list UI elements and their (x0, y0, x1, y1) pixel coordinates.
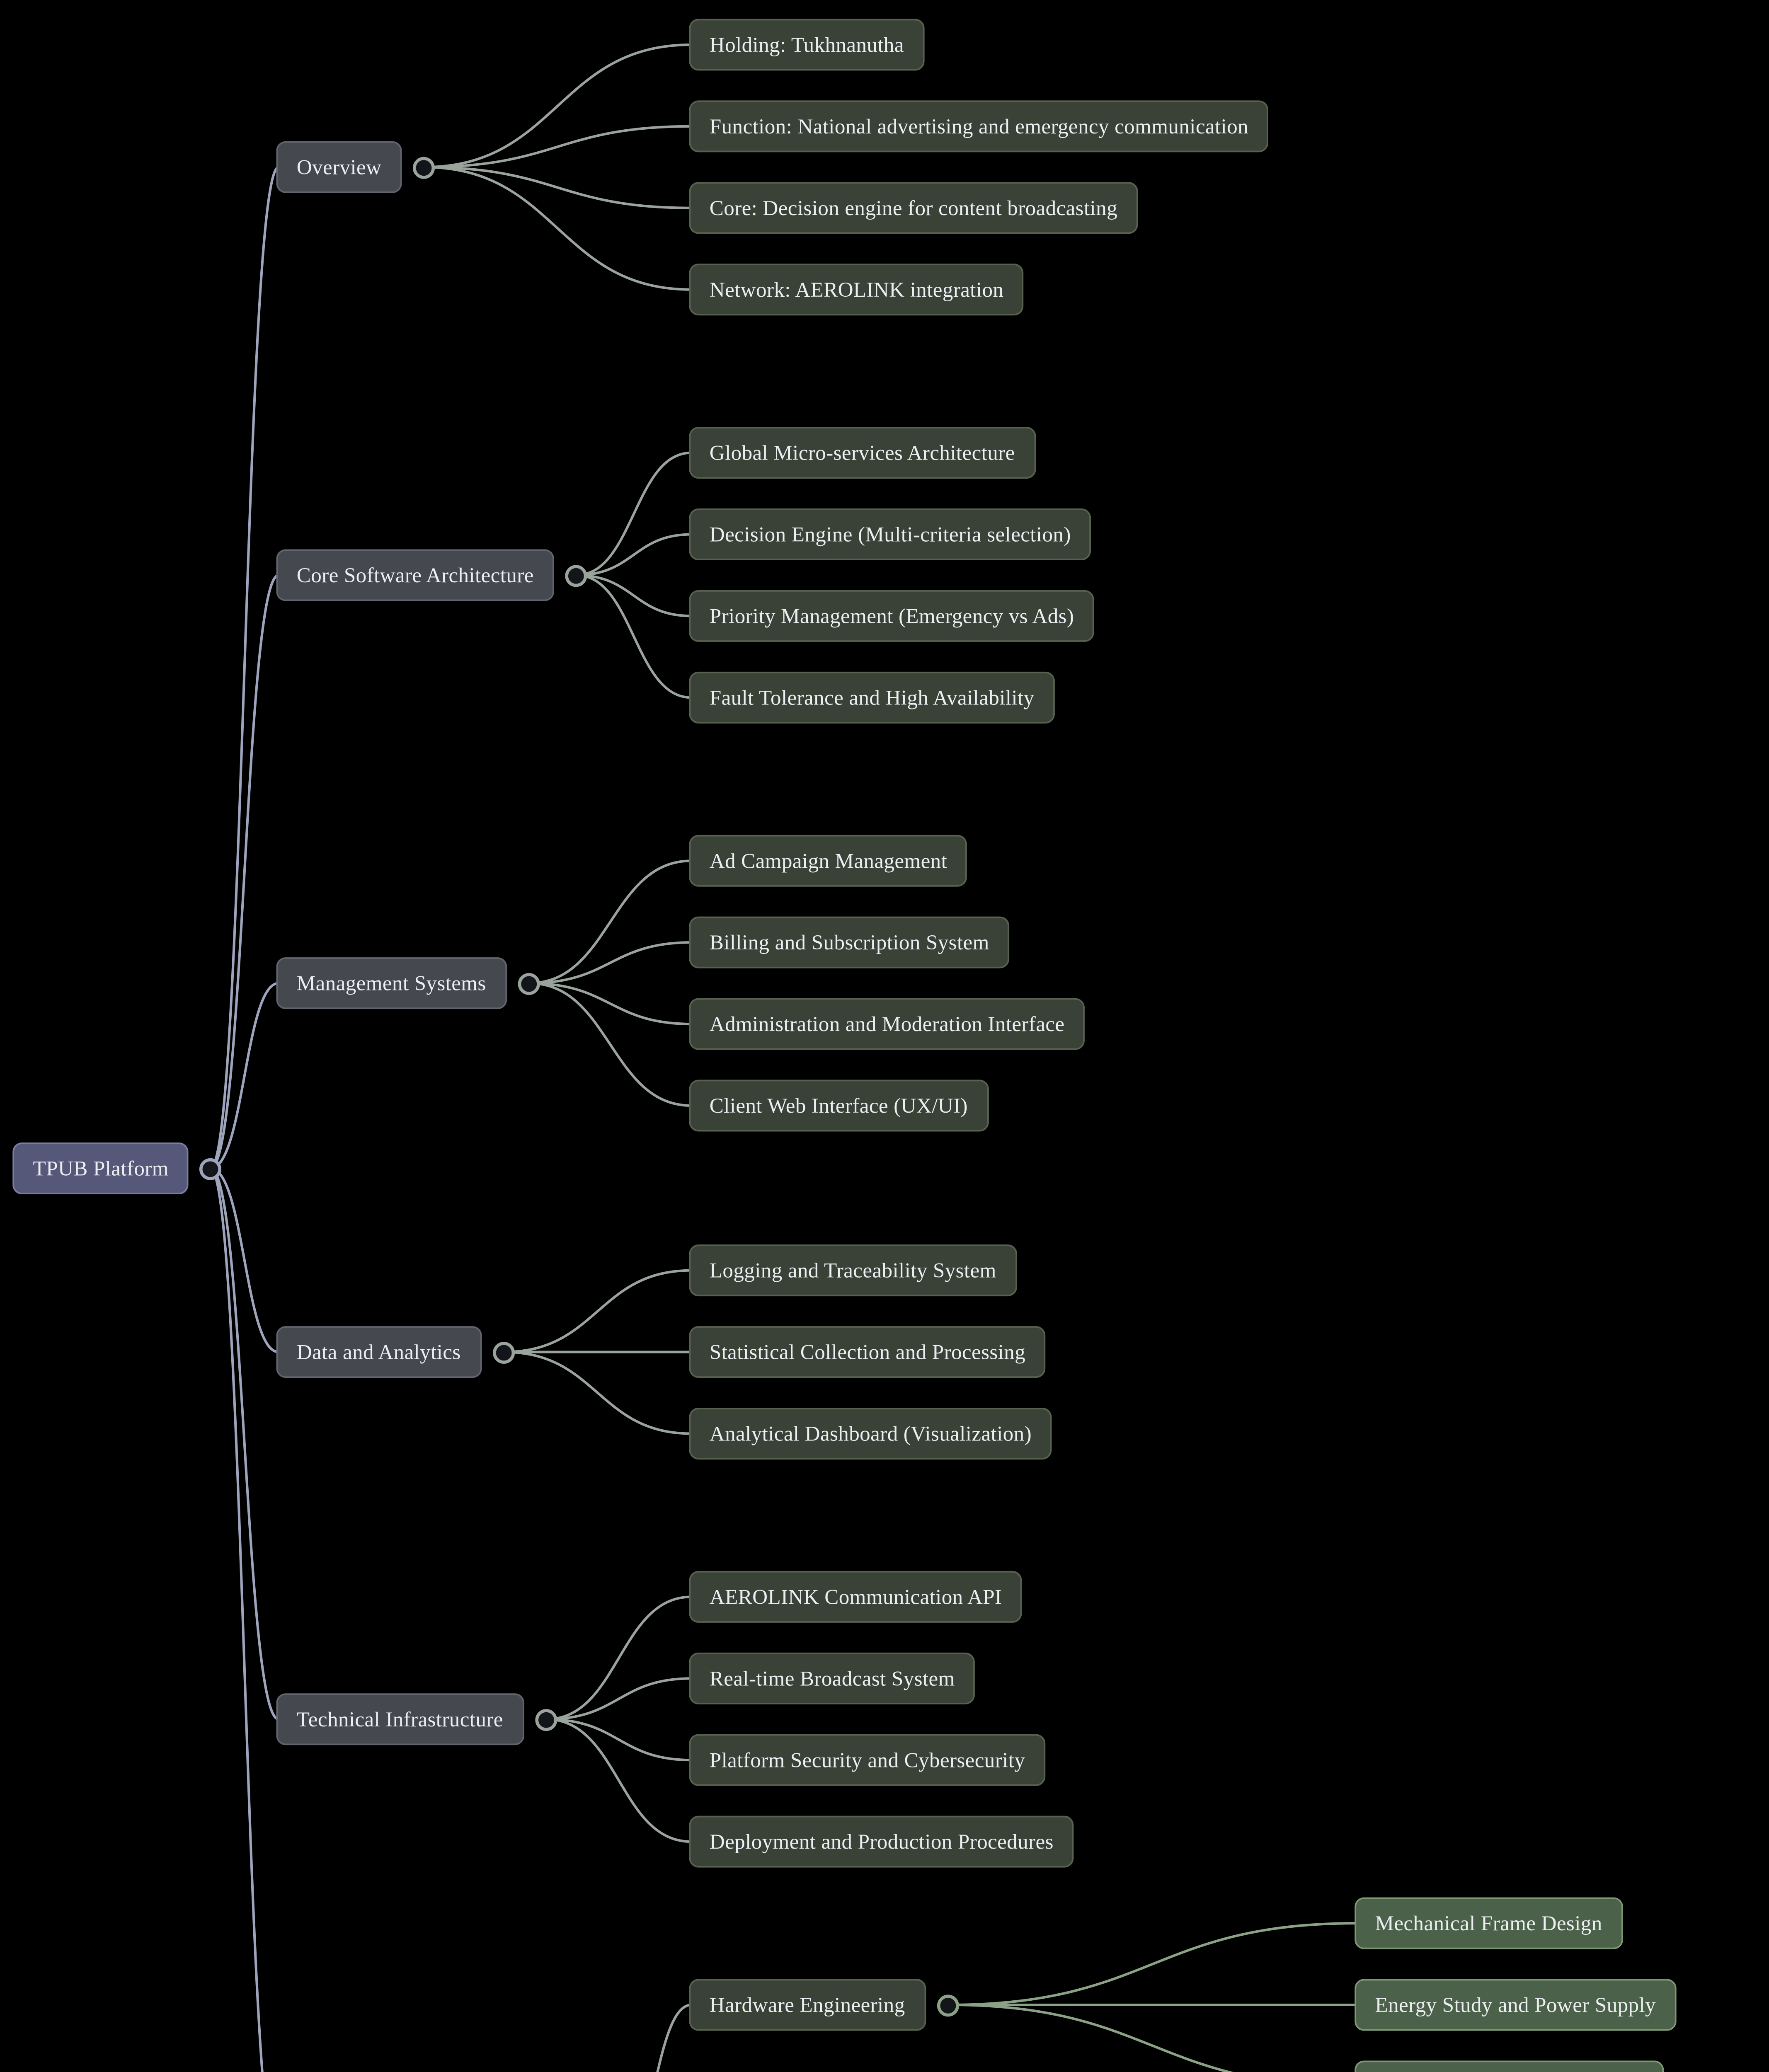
collapse-toggle-icon[interactable] (936, 1994, 959, 2016)
node-platform-security: Platform Security and Cybersecurity (689, 1734, 1046, 1786)
node-label: Statistical Collection and Processing (689, 1326, 1046, 1378)
collapse-toggle-icon[interactable] (200, 1157, 222, 1180)
node-ad-campaign-management: Ad Campaign Management (689, 835, 968, 887)
mindmap-edge (947, 2003, 1234, 2072)
mindmap-edge (656, 2003, 693, 2072)
node-label: Core Software Architecture (276, 549, 555, 601)
node-mechanical-frame-design: Mechanical Frame Design (1355, 1897, 1623, 1949)
mindmap-edge (422, 125, 693, 169)
node-core-decision-engine: Core: Decision engine for content broadc… (689, 182, 1138, 234)
node-label: Analytical Dashboard (Visualization) (689, 1408, 1052, 1460)
node-label: Network: AEROLINK integration (689, 264, 1024, 316)
node-label: Fault Tolerance and High Availability (689, 671, 1055, 724)
mindmap-edge (528, 982, 693, 1107)
node-tpub-platform: TPUB Platform (12, 1143, 222, 1194)
node-label: Administration and Moderation Interface (689, 998, 1085, 1050)
node-management-systems: Management Systems (276, 957, 540, 1009)
collapse-toggle-icon[interactable] (517, 972, 540, 995)
node-global-microservices-architecture: Global Micro-services Architecture (689, 427, 1035, 479)
node-label: Technical Infrastructure (276, 1693, 524, 1745)
node-label: Data and Analytics (276, 1326, 481, 1378)
node-label: Energy Study and Power Supply (1355, 1979, 1677, 2031)
node-fault-tolerance: Fault Tolerance and High Availability (689, 671, 1055, 724)
node-label: Electronic Control Card (PCB) (1355, 2060, 1663, 2072)
node-label: Client Web Interface (UX/UI) (689, 1080, 989, 1132)
node-label: TPUB Platform (12, 1143, 189, 1194)
mindmap-edge (574, 574, 693, 699)
mindmap-edge (528, 859, 693, 985)
mindmap-edge (528, 941, 693, 985)
node-decision-engine-multicriteria: Decision Engine (Multi-criteria selectio… (689, 508, 1091, 560)
node-label: Priority Management (Emergency vs Ads) (689, 590, 1095, 642)
node-electronic-control-card: Electronic Control Card (PCB) (1355, 2060, 1663, 2072)
mindmap-edge (574, 451, 693, 577)
mindmap-edge (209, 1167, 264, 2072)
mindmap-edge (574, 533, 693, 577)
node-label: Mechanical Frame Design (1355, 1897, 1623, 1949)
node-label: Deployment and Production Procedures (689, 1815, 1074, 1868)
mindmap-edge (574, 574, 693, 617)
node-label: Billing and Subscription System (689, 916, 1010, 968)
node-logging-traceability: Logging and Traceability System (689, 1244, 1017, 1297)
node-administration-moderation: Administration and Moderation Interface (689, 998, 1085, 1050)
node-label: Hardware Engineering (689, 1979, 926, 2031)
node-data-and-analytics: Data and Analytics (276, 1326, 514, 1378)
node-aerolink-communication-api: AEROLINK Communication API (689, 1571, 1023, 1623)
mindmap-edge (209, 982, 280, 1170)
collapse-toggle-icon[interactable] (413, 156, 435, 178)
mindmap-edge (502, 1351, 693, 1435)
node-statistical-collection: Statistical Collection and Processing (689, 1326, 1046, 1378)
node-overview: Overview (276, 141, 435, 193)
node-label: Ad Campaign Management (689, 835, 968, 887)
mindmap-edge (209, 1167, 280, 1353)
node-label: Decision Engine (Multi-criteria selectio… (689, 508, 1091, 560)
mindmap-edge (422, 166, 693, 209)
node-energy-study-power-supply: Energy Study and Power Supply (1355, 1979, 1677, 2031)
mindmap-edge (209, 166, 280, 1170)
mindmap-edge (545, 1718, 693, 1762)
mindmap-edge (545, 1718, 693, 1843)
node-label: Logging and Traceability System (689, 1244, 1017, 1297)
node-client-web-interface: Client Web Interface (UX/UI) (689, 1080, 989, 1132)
node-holding-tukhnanutha: Holding: Tukhnanutha (689, 19, 925, 71)
node-label: Management Systems (276, 957, 506, 1009)
node-billing-subscription: Billing and Subscription System (689, 916, 1010, 968)
node-priority-management: Priority Management (Emergency vs Ads) (689, 590, 1095, 642)
node-realtime-broadcast: Real-time Broadcast System (689, 1652, 976, 1704)
node-hardware-engineering: Hardware Engineering (689, 1979, 959, 2031)
node-analytical-dashboard: Analytical Dashboard (Visualization) (689, 1408, 1052, 1460)
node-label: Core: Decision engine for content broadc… (689, 182, 1138, 234)
mindmap-edge (209, 1167, 280, 1721)
mindmap-edge (528, 982, 693, 1026)
mindmap-edge (545, 1595, 693, 1721)
node-label: AEROLINK Communication API (689, 1571, 1023, 1623)
node-label: Function: National advertising and emerg… (689, 100, 1269, 152)
node-label: Overview (276, 141, 402, 193)
mindmap-edge (947, 1922, 1358, 2007)
collapse-toggle-icon[interactable] (534, 1708, 557, 1731)
node-label: Holding: Tukhnanutha (689, 19, 925, 71)
mindmap-edge (422, 43, 693, 169)
mindmap-edge (422, 166, 693, 291)
node-core-software-architecture: Core Software Architecture (276, 549, 587, 601)
mindmap-edge (209, 574, 280, 1170)
collapse-toggle-icon[interactable] (492, 1341, 514, 1363)
node-label: Platform Security and Cybersecurity (689, 1734, 1046, 1786)
node-deployment-production: Deployment and Production Procedures (689, 1815, 1074, 1868)
node-network-aerolink-integration: Network: AEROLINK integration (689, 264, 1024, 316)
collapse-toggle-icon[interactable] (565, 564, 587, 586)
mindmap-edge (545, 1677, 693, 1721)
node-technical-infrastructure: Technical Infrastructure (276, 1693, 557, 1745)
node-function-national-advertising: Function: National advertising and emerg… (689, 100, 1269, 152)
node-label: Real-time Broadcast System (689, 1652, 976, 1704)
mindmap-edge (502, 1269, 693, 1353)
node-label: Global Micro-services Architecture (689, 427, 1035, 479)
